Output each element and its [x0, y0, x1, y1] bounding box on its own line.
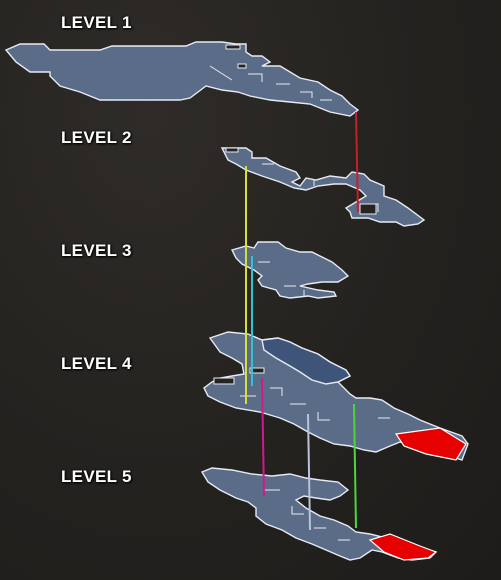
level-1-floor[interactable] [4, 41, 360, 117]
level-4-floor[interactable] [203, 331, 469, 461]
connector-l4-l5-light [307, 413, 311, 531]
level-1-label: LEVEL 1 [61, 13, 132, 32]
level-3-floor[interactable] [230, 241, 350, 299]
connector-l1-l2 [355, 111, 359, 213]
level-4-goal-area [394, 427, 467, 461]
connector-l4-l5-green [353, 403, 357, 529]
level-3-label: LEVEL 3 [61, 241, 132, 260]
connector-l4-l5-magenta [261, 377, 265, 497]
level-5-goal-area [368, 533, 438, 561]
level-4-label: LEVEL 4 [61, 354, 132, 373]
level-5-floor[interactable] [200, 467, 438, 561]
level-2-floor[interactable] [220, 147, 426, 227]
level-5-label: LEVEL 5 [61, 467, 132, 486]
level-2-label: LEVEL 2 [61, 128, 132, 147]
